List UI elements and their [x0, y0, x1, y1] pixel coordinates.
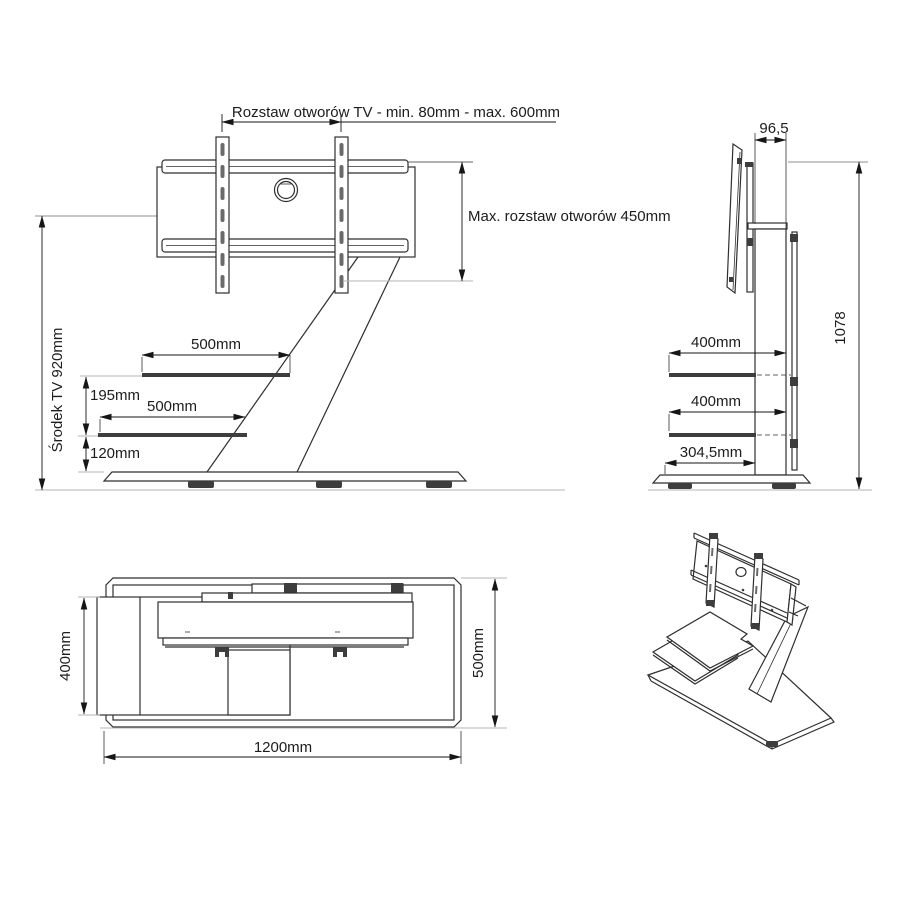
plan-bracket	[157, 583, 414, 657]
label-upper-shelf-width: 500mm	[191, 336, 241, 353]
right-rail-slots	[339, 143, 344, 288]
label-plan-shelf-depth: 400mm	[57, 631, 74, 681]
label-shelf-gap: 195mm	[90, 387, 140, 404]
dim-upper-shelf: 500mm	[80, 336, 291, 377]
dim-shelf-gap: 195mm	[78, 376, 140, 437]
front-column	[206, 256, 401, 473]
front-tv-bracket	[156, 136, 416, 294]
dim-lower-shelf: 500mm	[99, 398, 246, 432]
label-lower-shelf-depth: 400mm	[691, 393, 741, 410]
left-rail-slots	[220, 143, 225, 288]
front-upper-shelf	[142, 373, 290, 377]
front-view: Rozstaw otworów TV - min. 80mm - max. 60…	[35, 104, 671, 491]
iso-bracket	[690, 532, 807, 631]
dim-lower-shelf-height: 120mm	[78, 436, 140, 473]
cable-hole-inner	[276, 180, 296, 200]
label-lower-shelf-width: 500mm	[147, 398, 197, 415]
label-tv-center: Środek TV 920mm	[48, 328, 66, 453]
dim-base-front-depth: 304,5mm	[664, 444, 756, 474]
label-lower-shelf-height: 120mm	[90, 445, 140, 462]
plan-view: 400mm 500mm 1200mm	[57, 577, 507, 764]
plan-shelf-clip-left	[215, 647, 229, 657]
front-base	[35, 471, 565, 491]
dim-lower-shelf-depth: 400mm	[668, 393, 787, 431]
side-column	[754, 228, 787, 476]
iso-cable-hole	[735, 566, 747, 578]
dim-upper-shelf-depth: 400mm	[668, 334, 787, 372]
front-lower-shelf	[98, 433, 247, 437]
dim-plan-base-width: 1200mm	[103, 731, 462, 764]
label-plan-base-depth: 500mm	[470, 628, 487, 678]
side-tv-panel	[726, 142, 743, 295]
label-total-height: 1078	[832, 311, 849, 344]
iso-column	[748, 605, 810, 703]
iso-upper-shelf	[665, 611, 755, 672]
plan-shelf-clip-right	[333, 647, 347, 657]
dim-total-height: 1078	[788, 161, 868, 490]
label-bracket-depth: 96,5	[759, 120, 788, 137]
side-upper-shelf	[669, 373, 756, 377]
label-hole-spacing: Rozstaw otworów TV - min. 80mm - max. 60…	[232, 104, 560, 121]
label-max-hole-spacing: Max. rozstaw otworów 450mm	[468, 208, 671, 225]
dim-hole-spacing: Rozstaw otworów TV - min. 80mm - max. 60…	[221, 104, 560, 132]
dim-bracket-depth: 96,5	[754, 120, 789, 229]
dim-tv-center: Środek TV 920mm	[38, 215, 66, 491]
plan-column	[227, 649, 291, 716]
dim-plan-shelf-depth: 400mm	[57, 596, 100, 716]
dim-max-hole-spacing: Max. rozstaw otworów 450mm	[344, 161, 671, 282]
label-base-front-depth: 304,5mm	[680, 444, 743, 461]
label-upper-shelf-depth: 400mm	[691, 334, 741, 351]
label-plan-base-width: 1200mm	[254, 739, 312, 756]
side-back-panel	[790, 231, 798, 471]
cable-hole-outer	[273, 177, 299, 203]
side-base	[648, 474, 872, 491]
side-lower-shelf	[669, 433, 756, 437]
perspective-view	[646, 532, 835, 750]
side-arm	[747, 222, 788, 230]
side-view: 96,5 1078 400mm 400mm 304,5mm	[648, 120, 872, 491]
dim-plan-base-depth: 500mm	[100, 577, 507, 729]
